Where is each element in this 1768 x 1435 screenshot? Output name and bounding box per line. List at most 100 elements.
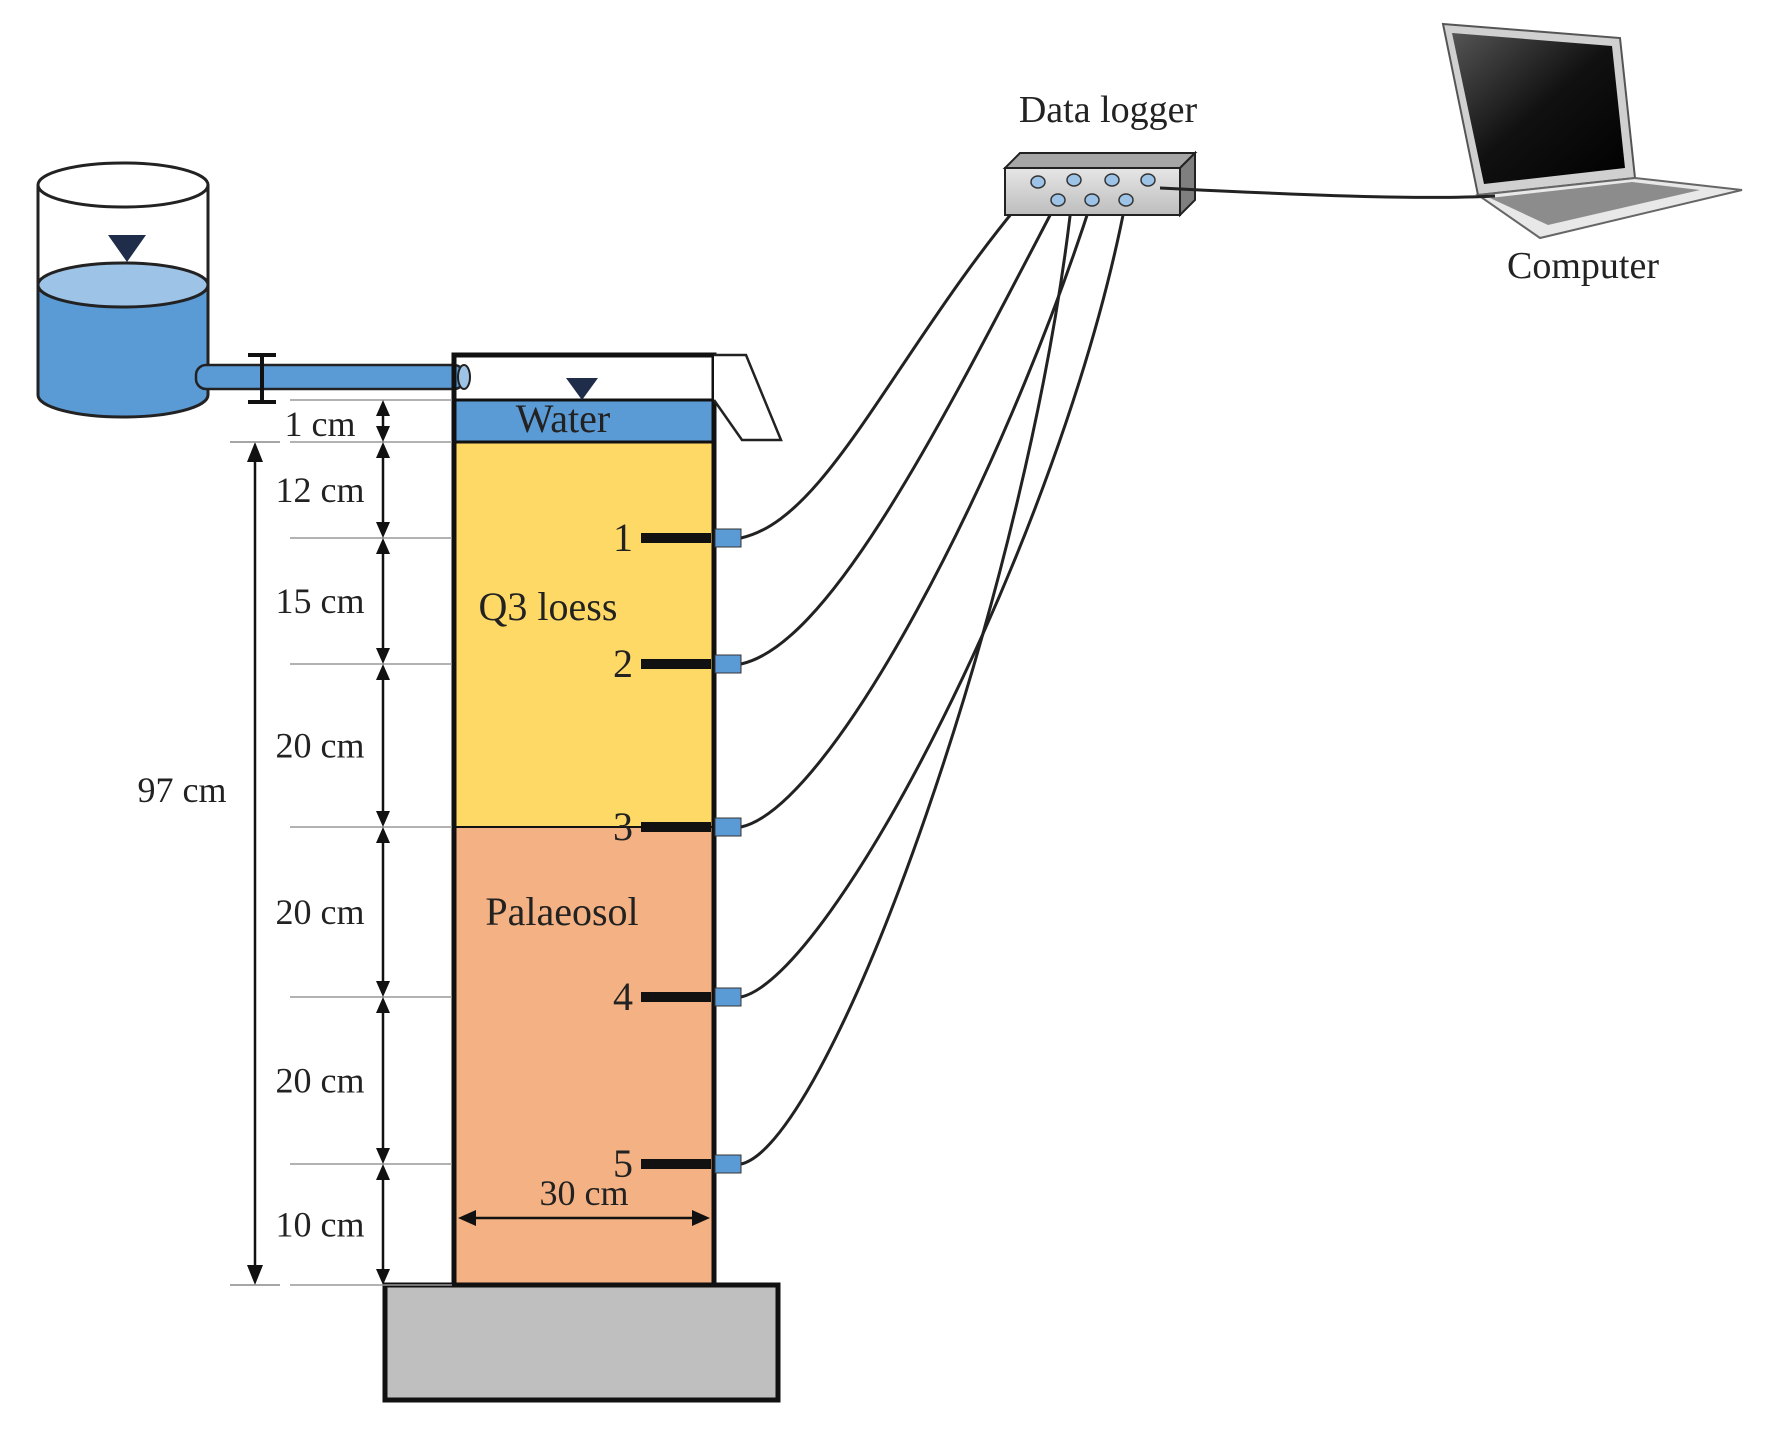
laptop-keyboard — [1490, 182, 1700, 225]
dimension-arrow-down — [376, 648, 390, 664]
dimension-chain: 1 cm 12 cm 15 cm 20 cm 20 cm 20 cm 10 cm — [276, 399, 452, 1286]
dimension-label: 20 cm — [276, 726, 365, 766]
tank-water-surface — [36, 261, 210, 309]
logger-port — [1030, 175, 1046, 189]
width-label: 30 cm — [540, 1173, 629, 1213]
tank-water-body — [36, 283, 210, 419]
sensor-plug — [714, 654, 742, 674]
total-height-dimension: 97 cm — [138, 441, 280, 1286]
dimension-arrow-up — [376, 827, 390, 843]
dimension-label: 20 cm — [276, 892, 365, 932]
dimension-arrow-up — [376, 538, 390, 554]
sensor-number: 1 — [613, 515, 633, 560]
logger-port — [1084, 193, 1100, 207]
dimension-arrow-down — [376, 522, 390, 538]
dimension-arrow-up — [376, 1164, 390, 1180]
dimension-segment: 15 cm — [276, 538, 452, 665]
width-arrow-head-left — [458, 1210, 476, 1226]
width-dimension: 30 cm — [458, 1173, 710, 1226]
sensor-cable — [740, 199, 1094, 829]
sensor-probe — [641, 1159, 711, 1169]
dimension-segment: 20 cm — [276, 827, 452, 998]
laptop-screen — [1452, 33, 1625, 184]
sensor-probe — [641, 822, 711, 832]
column-base — [382, 1282, 781, 1403]
palaeosol-layer — [454, 827, 714, 1285]
palaeosol-label: Palaeosol — [485, 889, 638, 934]
tank-water-level-icon — [108, 235, 146, 262]
logger-port — [1140, 173, 1156, 187]
sensor-probe — [641, 659, 711, 669]
tank-rim — [36, 161, 210, 209]
soil-column: Water Q3 loess Palaeosol — [451, 352, 783, 1288]
logger-computer-cable — [1159, 186, 1496, 199]
logger-front-face — [1004, 167, 1181, 216]
column-water-level-icon — [566, 378, 598, 400]
q3-loess-layer — [454, 442, 714, 827]
dimension-segment: 1 cm — [285, 399, 452, 444]
data-logger: Data logger — [1002, 89, 1198, 218]
sensor-cable — [740, 181, 1040, 540]
pipe-outlet — [457, 364, 471, 390]
dimension-label: 20 cm — [276, 1061, 365, 1101]
sensor-3: 3 — [613, 804, 742, 849]
total-height-arrow-bottom — [247, 1265, 263, 1285]
dimension-arrow-up — [376, 664, 390, 680]
overflow-spout — [712, 353, 783, 442]
total-height-label: 97 cm — [138, 770, 227, 810]
sensor-plug — [714, 817, 742, 837]
dimension-arrow-up — [376, 400, 390, 416]
dimension-label: 15 cm — [276, 581, 365, 621]
dimension-arrow-up — [376, 997, 390, 1013]
logger-port — [1066, 173, 1082, 187]
dimension-arrow-up — [376, 442, 390, 458]
logger-port — [1050, 193, 1066, 207]
sensor-cables — [740, 179, 1128, 1166]
dimension-arrow-down — [376, 811, 390, 827]
logger-port — [1104, 173, 1120, 187]
dimension-arrow-down — [376, 1148, 390, 1164]
sensor-number: 3 — [613, 804, 633, 849]
q3-loess-label: Q3 loess — [479, 584, 618, 629]
sensor-cable — [740, 199, 1128, 999]
dimension-arrow-down — [376, 426, 390, 442]
dimension-arrow-down — [376, 1269, 390, 1285]
computer: Computer — [1441, 22, 1743, 287]
water-layer — [454, 400, 714, 442]
data-logger-label: Data logger — [1019, 89, 1198, 131]
sensor-number: 5 — [613, 1141, 633, 1186]
dimension-segment: 20 cm — [276, 664, 452, 828]
tank-wall — [36, 185, 210, 285]
sensors: 1 2 3 4 5 — [613, 515, 742, 1186]
water-tank — [36, 161, 210, 419]
sensor-cable — [740, 179, 1076, 1166]
sensor-cable — [740, 199, 1060, 666]
width-arrow-head-right — [692, 1210, 710, 1226]
dimension-segment: 12 cm — [276, 442, 452, 539]
sensor-plug — [714, 987, 742, 1007]
logger-port — [1118, 193, 1134, 207]
feed-pipe — [194, 353, 471, 404]
sensor-number: 2 — [613, 641, 633, 686]
logger-ports — [1030, 173, 1156, 207]
sensor-plug — [714, 528, 742, 548]
dimension-segment: 10 cm — [276, 1164, 452, 1286]
sensor-1: 1 — [613, 515, 742, 560]
dimension-label: 1 cm — [285, 404, 356, 444]
sensor-number: 4 — [613, 974, 633, 1019]
dimension-label: 10 cm — [276, 1205, 365, 1245]
pipe-body — [194, 363, 466, 391]
sensor-2: 2 — [613, 641, 742, 686]
sensor-4: 4 — [613, 974, 742, 1019]
dimension-label: 12 cm — [276, 470, 365, 510]
valve-icon — [248, 353, 276, 404]
sensor-plug — [714, 1154, 742, 1174]
logger-top-face — [1002, 152, 1198, 169]
computer-label: Computer — [1507, 245, 1659, 287]
water-label: Water — [516, 396, 611, 441]
total-height-arrow-top — [247, 442, 263, 462]
sensor-probe — [641, 992, 711, 1002]
dimension-arrow-down — [376, 981, 390, 997]
